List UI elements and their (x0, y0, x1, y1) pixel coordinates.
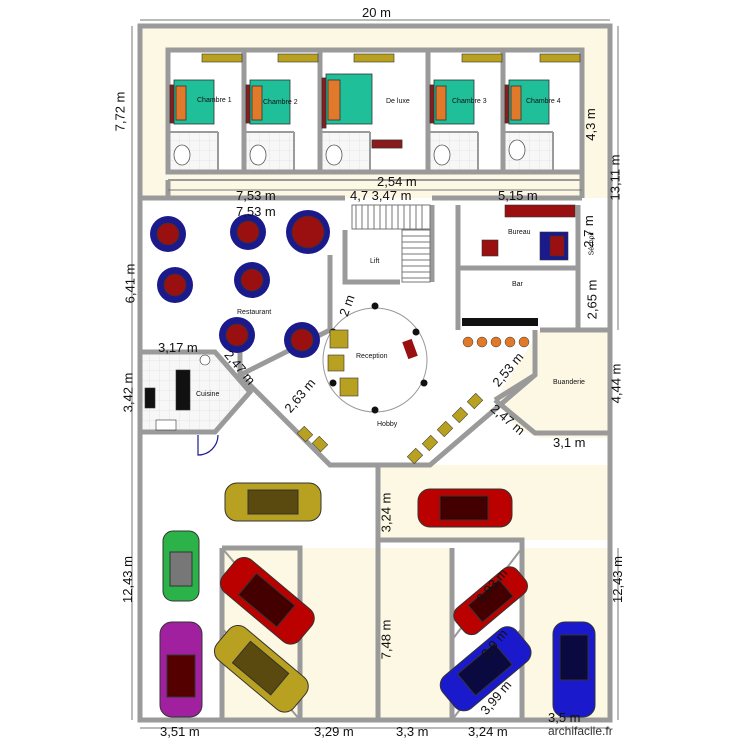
dimension-lines (131, 19, 619, 729)
room-sechoir: Séchoir (588, 231, 596, 256)
bar-stools (462, 336, 530, 348)
room-hobby: Hobby (377, 421, 398, 428)
room-de-luxe: De luxe (386, 98, 410, 105)
dim-resto-height: 6,41 m (122, 263, 138, 304)
room-bar: Bar (512, 281, 523, 288)
dim-kitchen-width: 3,17 m (158, 340, 198, 355)
dim-parking-center: 7,48 m (378, 619, 394, 660)
cars (159, 482, 596, 718)
dim-span-mid: 4,7 3,47 m (350, 188, 412, 203)
bureau-furniture (481, 204, 576, 261)
toilets (173, 139, 526, 166)
dim-parking-right: 12,43 m (609, 556, 625, 603)
room-bureau: Bureau (508, 229, 531, 236)
room-reception: Reception (356, 353, 388, 360)
room-chambre-4: Chambre 4 (526, 98, 561, 105)
dim-bottom-33: 3,3 m (396, 724, 429, 739)
building-fill (140, 26, 610, 720)
reception-area (322, 302, 428, 414)
room-chambre-3: Chambre 3 (452, 98, 487, 105)
dim-rooms-height: 4,3 m (582, 108, 598, 141)
stairs (351, 204, 431, 283)
kitchen-furniture (144, 354, 211, 431)
dim-bottom-351: 3,51 m (160, 724, 200, 739)
room-lift: Lift (370, 258, 380, 265)
watermark: archifacile.fr (548, 724, 613, 738)
dim-kitchen-height: 3,42 m (120, 372, 136, 413)
dim-bottom-324: 3,24 m (468, 724, 508, 739)
dim-bottom-35: 3,5 m (548, 710, 581, 725)
kitchen-door (197, 434, 219, 456)
room-furniture (201, 53, 581, 63)
room-chambre-2: Chambre 2 (263, 99, 298, 106)
room-cuisine: Cuisine (196, 391, 220, 398)
dim-span-right: 5,15 m (498, 188, 538, 203)
dim-span-left2: 7,53 m (236, 204, 276, 219)
dim-bar-height: 2,65 m (584, 279, 600, 320)
restaurant-tables (150, 210, 330, 358)
hobby-seats (296, 392, 484, 465)
beds (169, 73, 550, 149)
dim-buanderie-height: 4,44 m (608, 363, 624, 404)
dim-right-total: 13,11 m (607, 154, 623, 201)
dim-span-left: 7,53 m (236, 188, 276, 203)
dim-parking-mid: 3,24 m (378, 492, 394, 533)
dim-parking-left: 12,43 m (119, 556, 135, 603)
dim-left-upper: 7,72 m (112, 91, 128, 132)
dim-bottom-329: 3,29 m (314, 724, 354, 739)
dim-buanderie-width: 3,1 m (553, 435, 586, 450)
room-chambre-1: Chambre 1 (197, 97, 232, 104)
bar-counter (462, 318, 538, 326)
dim-corridor: 2,54 m (377, 174, 417, 189)
room-restaurant: Restaurant (237, 309, 272, 316)
room-buanderie: Buanderie (553, 379, 585, 386)
dim-top: 20 m (362, 5, 391, 20)
